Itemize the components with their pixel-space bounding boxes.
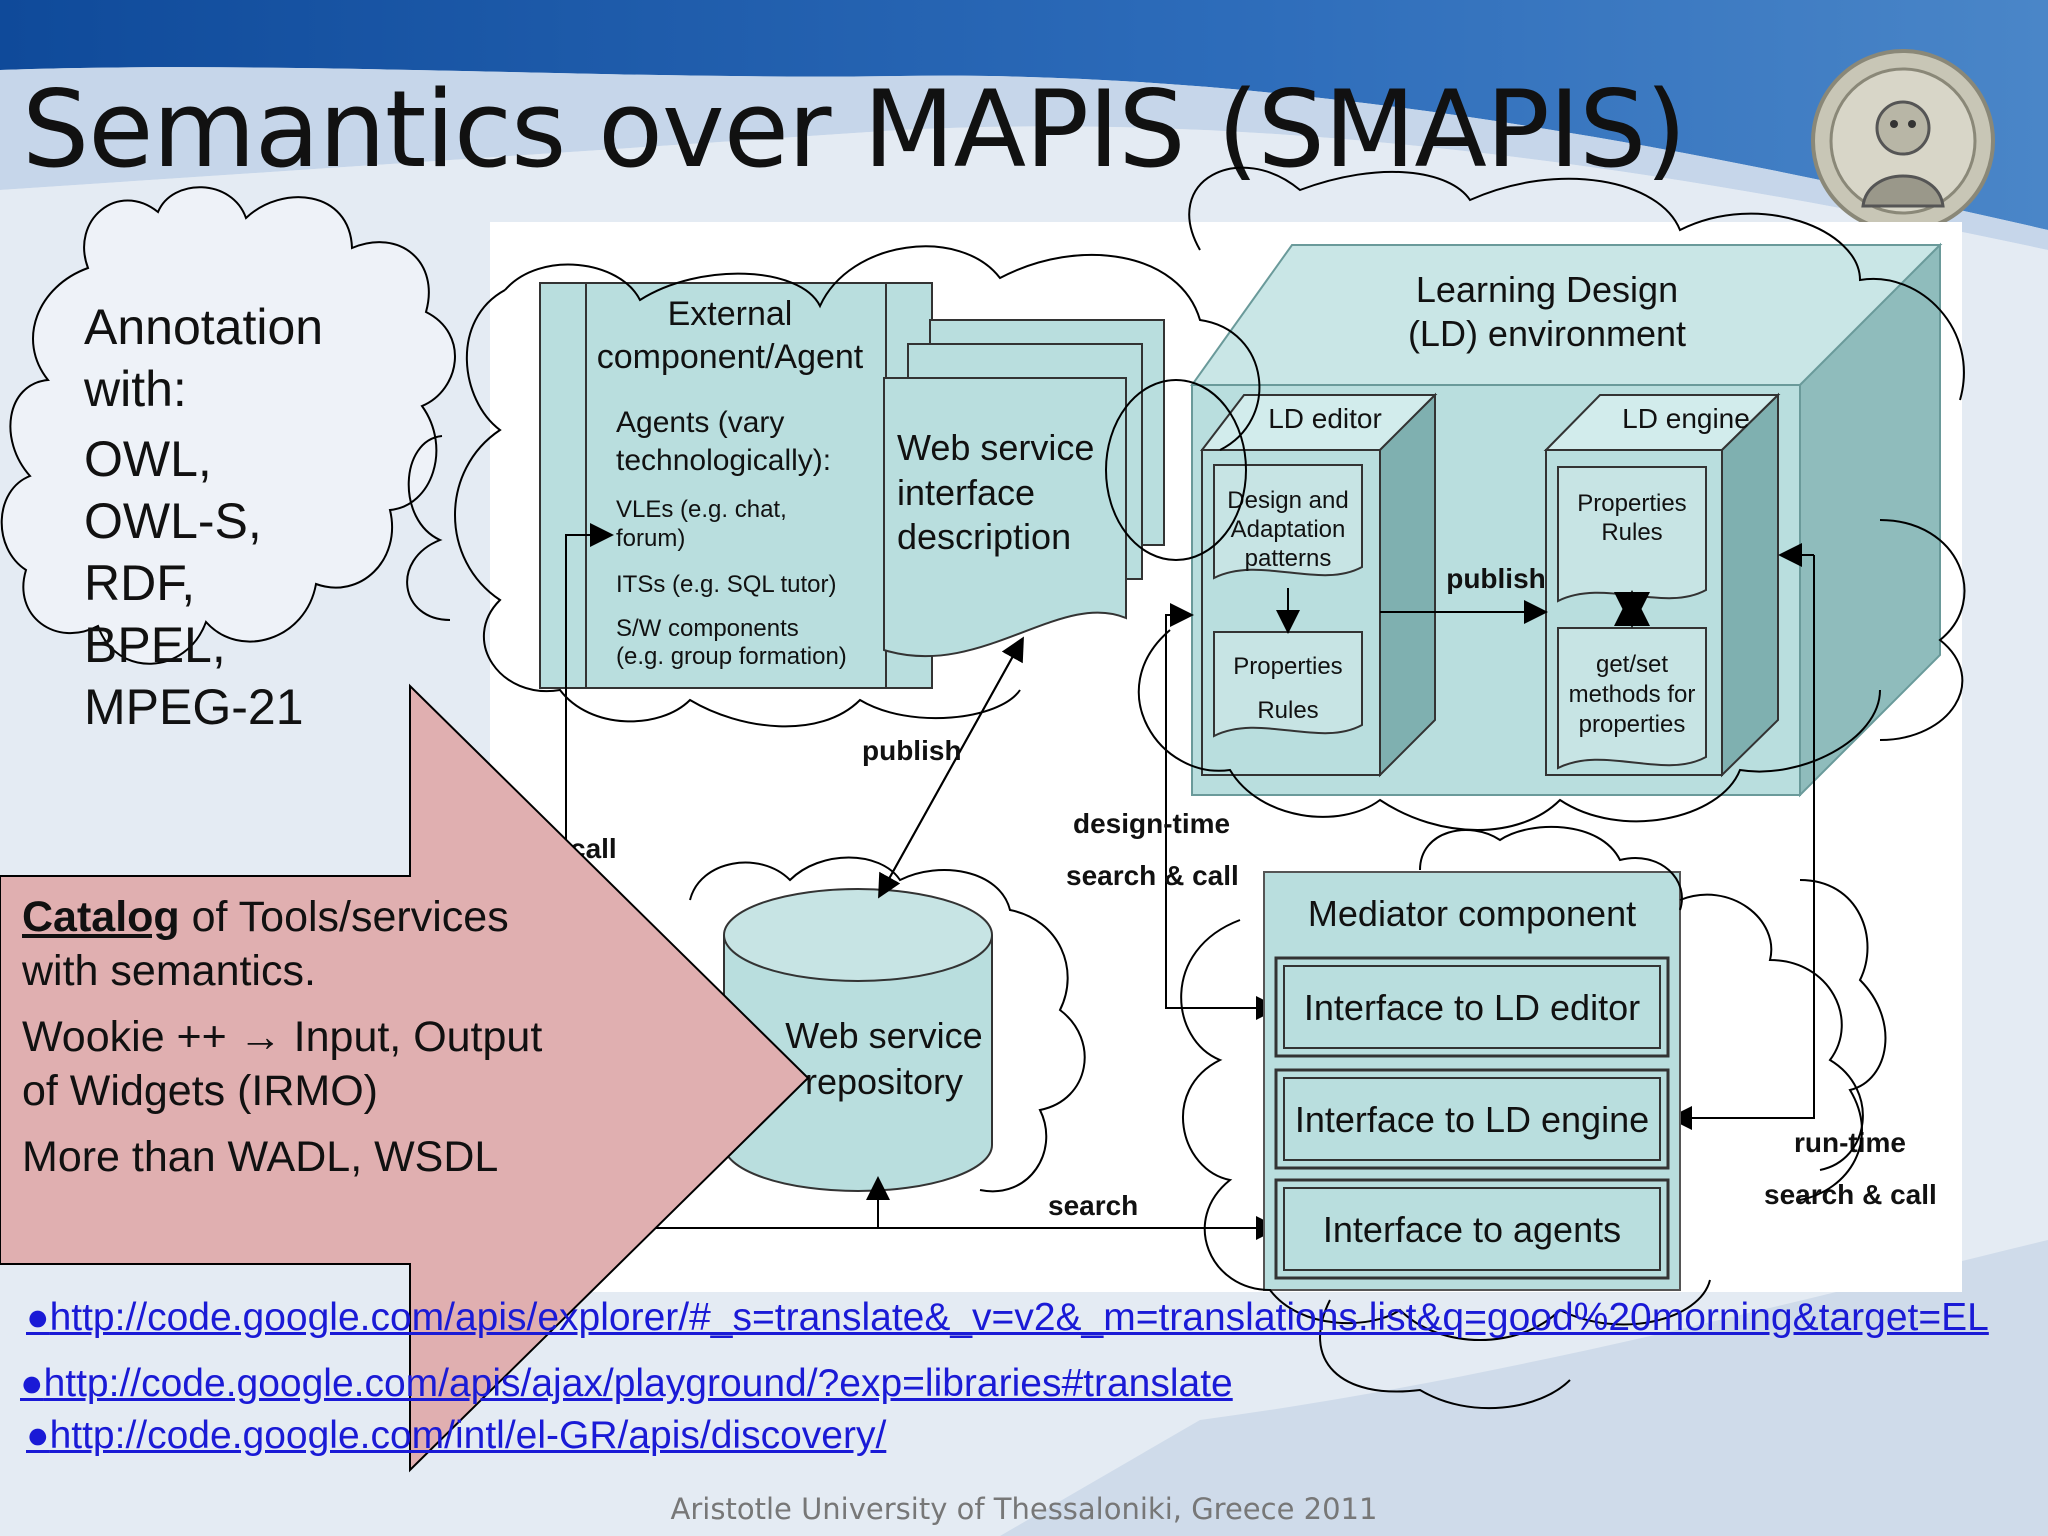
catalog-line5: More than WADL, WSDL [22,1133,499,1181]
sw-label-1: S/W components [616,615,799,642]
decorative-cloud-outlines [406,166,1966,1410]
publish-ld-label: publish [1446,563,1546,594]
getset-1: get/set [1596,651,1668,678]
annotation-heading: Annotation with: [84,296,344,420]
getset-2: methods for [1569,681,1696,708]
slide-footer: Aristotle University of Thessaloniki, Gr… [670,1492,1378,1526]
ld-env-title-1: Learning Design [1416,269,1678,310]
annotation-cloud [0,186,456,665]
iface-engine-label: Interface to LD engine [1295,1099,1649,1140]
catalog-line3: Wookie ++ → Input, Output [22,1013,543,1061]
link-url[interactable]: http://code.google.com/intl/el-GR/apis/d… [49,1414,887,1457]
annotation-item: RDF, [84,555,196,611]
annotation-item: BPEL, [84,617,226,673]
annotation-list: OWL, OWL-S, RDF, BPEL, MPEG-21 [84,428,304,738]
external-title-1: External [668,295,793,333]
bullet-icon: ● [20,1362,44,1405]
link-apis-discovery[interactable]: ●http://code.google.com/intl/el-GR/apis/… [26,1414,886,1458]
vles-label-2: forum) [616,525,685,552]
wsid-label-1: Web service [897,427,1094,468]
mediator-title: Mediator component [1308,893,1636,934]
ld-env-title-2: (LD) environment [1408,313,1686,354]
catalog-text: Catalog of Tools/services with semantics… [22,890,542,1184]
link-url[interactable]: http://code.google.com/apis/explorer/#_s… [49,1296,1989,1339]
annotation-item: OWL, [84,431,212,487]
getset-methods-doc [1557,627,1707,770]
external-title-2: component/Agent [597,338,864,376]
annotation-item: MPEG-21 [84,679,304,735]
annotation-heading-text: Annotation with: [84,299,324,417]
catalog-line2: with semantics. [22,947,316,995]
link-ajax-playground[interactable]: ●http://code.google.com/apis/ajax/playgr… [20,1362,1233,1406]
annotation-item: OWL-S, [84,493,262,549]
external-component-box [539,282,933,689]
bullet-icon: ● [26,1414,50,1457]
engine-props-2: Rules [1601,519,1662,546]
wsid-label-2: interface [897,472,1035,513]
interface-agents [1274,1178,1670,1280]
repo-label-1: Web service [785,1015,982,1056]
link-google-apis-explorer[interactable]: ●http://code.google.com/apis/explorer/#_… [26,1296,1989,1340]
link-url[interactable]: http://code.google.com/apis/ajax/playgro… [43,1362,1233,1405]
wsid-label-3: description [897,516,1071,557]
search-label: search [1048,1190,1138,1221]
ld-engine-label: LD engine [1622,403,1750,434]
design-patterns-doc [1213,464,1363,580]
agents-label-2: technologically): [616,444,831,477]
agents-label-1: Agents (vary [616,406,784,439]
catalog-line4: of Widgets (IRMO) [22,1067,378,1115]
publish-ws-label: publish [862,735,962,766]
bullet-icon: ● [26,1296,50,1339]
interface-ld-engine [1274,1068,1670,1170]
getset-3: properties [1579,711,1686,738]
university-seal-logo [1811,49,1995,233]
interface-ld-editor [1274,956,1670,1058]
run-time-label-2: search & call [1764,1179,1937,1210]
catalog-line1-rest: of Tools/services [179,893,509,941]
ws-interface-doc-stack [883,319,1165,658]
design-time-label-2: search & call [1066,860,1239,891]
editor-props-2: Rules [1257,697,1318,724]
vles-label-1: VLEs (e.g. chat, [616,496,787,523]
catalog-arrow [0,683,810,1473]
editor-properties-doc [1213,631,1363,738]
sw-label-2: (e.g. group formation) [616,643,847,670]
slide-title: Semantics over MAPIS (SMAPIS) [22,68,1687,191]
catalog-bold-word: Catalog [22,893,180,941]
editor-props-1: Properties [1233,653,1342,680]
iface-agents-label: Interface to agents [1323,1209,1621,1250]
design-label-1: Design and [1227,487,1348,514]
design-label-3: patterns [1245,545,1332,572]
iface-editor-label: Interface to LD editor [1304,987,1640,1028]
ld-editor-label: LD editor [1268,403,1382,434]
ws-repository-cylinder [723,888,993,1192]
engine-props-1: Properties [1577,490,1686,517]
its-label: ITSs (e.g. SQL tutor) [616,571,837,598]
repo-label-2: repository [805,1061,963,1102]
design-time-label-1: design-time [1073,808,1230,839]
design-label-2: Adaptation [1231,516,1346,543]
